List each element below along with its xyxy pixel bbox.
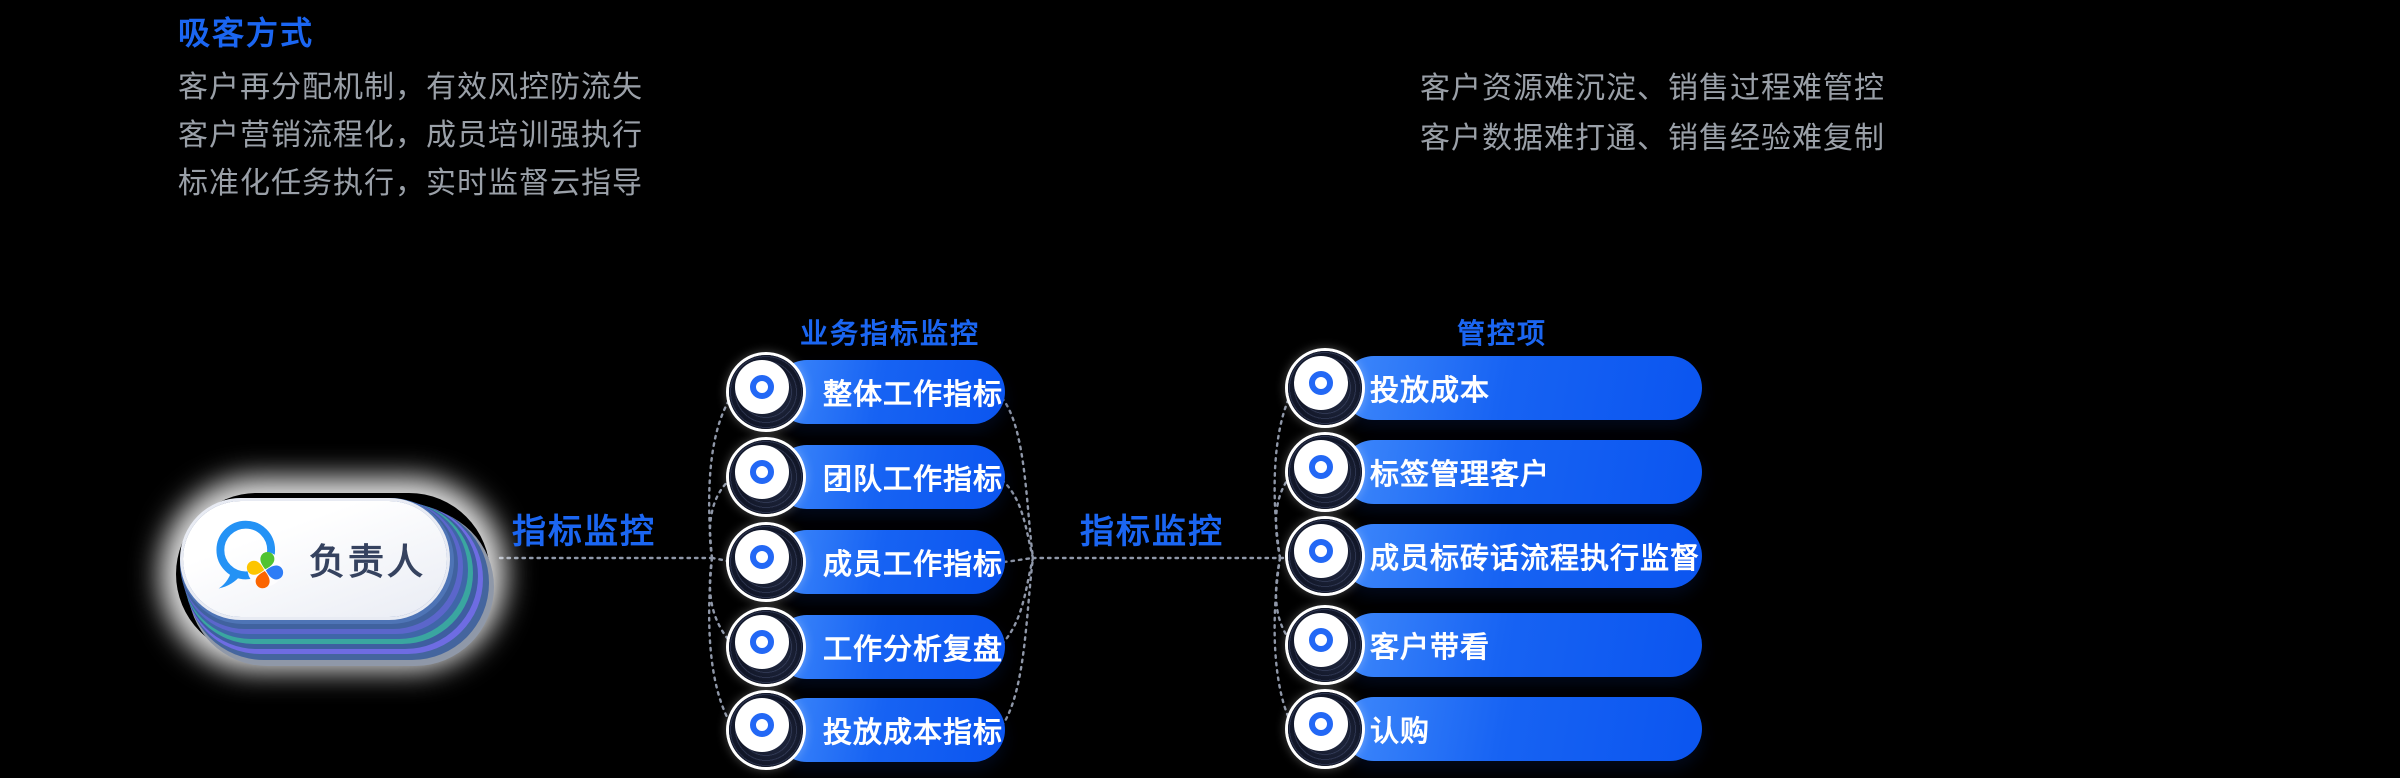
ring-icon (750, 375, 774, 399)
list-item: 成员工作指标 (775, 530, 1005, 594)
list-item-label: 成员工作指标 (823, 549, 1004, 581)
group-title-control-items: 管控项 (1457, 318, 1548, 349)
list-item: 投放成本指标 (775, 698, 1005, 762)
edge-label-monitoring-1: 指标监控 (512, 513, 656, 551)
ring-icon (750, 545, 774, 569)
ring-icon (1309, 539, 1333, 563)
ring-disc-icon (1288, 519, 1362, 593)
ring-icon (750, 713, 774, 737)
right-paragraph-line: 客户资源难沉淀、销售过程难管控 (1420, 72, 1885, 105)
edge-label-monitoring-2: 指标监控 (1080, 513, 1224, 551)
ring-disc-icon (1288, 435, 1362, 509)
right-paragraph-line: 客户数据难打通、销售经验难复制 (1420, 122, 1885, 155)
ring-disc-icon (1288, 692, 1362, 766)
left-paragraph: 客户再分配机制，有效风控防流失 客户营销流程化，成员培训强执行 标准化任务执行，… (178, 64, 643, 208)
disc-face (1294, 613, 1348, 667)
ring-disc-icon (729, 610, 803, 684)
disc-face (735, 445, 789, 499)
list-item: 认购 (1342, 697, 1702, 761)
ring-disc-icon (729, 355, 803, 429)
list-item-label: 成员标砖话流程执行监督 (1370, 543, 1701, 575)
left-paragraph-line: 客户再分配机制，有效风控防流失 (178, 71, 643, 104)
list-item: 客户带看 (1342, 613, 1702, 677)
disc-face (735, 530, 789, 584)
list-item-label: 认购 (1370, 716, 1431, 748)
list-item: 成员标砖话流程执行监督 (1342, 524, 1702, 588)
root-node-label: 负责人 (309, 541, 427, 582)
list-item-label: 整体工作指标 (823, 379, 1004, 411)
list-item-label: 客户带看 (1370, 632, 1491, 664)
disc-face (735, 360, 789, 414)
list-item: 整体工作指标 (775, 360, 1005, 424)
ring-icon (750, 460, 774, 484)
disc-face (1294, 697, 1348, 751)
left-paragraph-line: 客户营销流程化，成员培训强执行 (178, 119, 643, 152)
ring-disc-icon (1288, 351, 1362, 425)
ring-icon (1309, 371, 1333, 395)
ring-icon (1309, 712, 1333, 736)
list-item-label: 标签管理客户 (1370, 459, 1551, 491)
ring-disc-icon (729, 525, 803, 599)
disc-face (1294, 524, 1348, 578)
ring-disc-icon (729, 440, 803, 514)
disc-face (1294, 440, 1348, 494)
page-title: 吸客方式 (178, 15, 315, 51)
group-title-business-metrics: 业务指标监控 (800, 318, 981, 349)
root-node: 负责人 (183, 501, 447, 617)
disc-face (1294, 356, 1348, 410)
left-paragraph-line: 标准化任务执行，实时监督云指导 (178, 167, 643, 200)
list-item: 标签管理客户 (1342, 440, 1702, 504)
ring-icon (1309, 455, 1333, 479)
list-item-label: 团队工作指标 (823, 464, 1004, 496)
disc-face (735, 615, 789, 669)
ring-disc-icon (729, 693, 803, 767)
ring-disc-icon (1288, 608, 1362, 682)
wecom-chat-logo-icon (209, 515, 293, 604)
ring-icon (750, 630, 774, 654)
right-paragraph: 客户资源难沉淀、销售过程难管控 客户数据难打通、销售经验难复制 (1420, 64, 1885, 164)
list-item-label: 投放成本指标 (823, 717, 1004, 749)
list-item-label: 投放成本 (1370, 375, 1491, 407)
list-item-label: 工作分析复盘 (823, 634, 1004, 666)
list-item: 投放成本 (1342, 356, 1702, 420)
disc-face (735, 698, 789, 752)
list-item: 工作分析复盘 (775, 615, 1005, 679)
list-item: 团队工作指标 (775, 445, 1005, 509)
ring-icon (1309, 628, 1333, 652)
